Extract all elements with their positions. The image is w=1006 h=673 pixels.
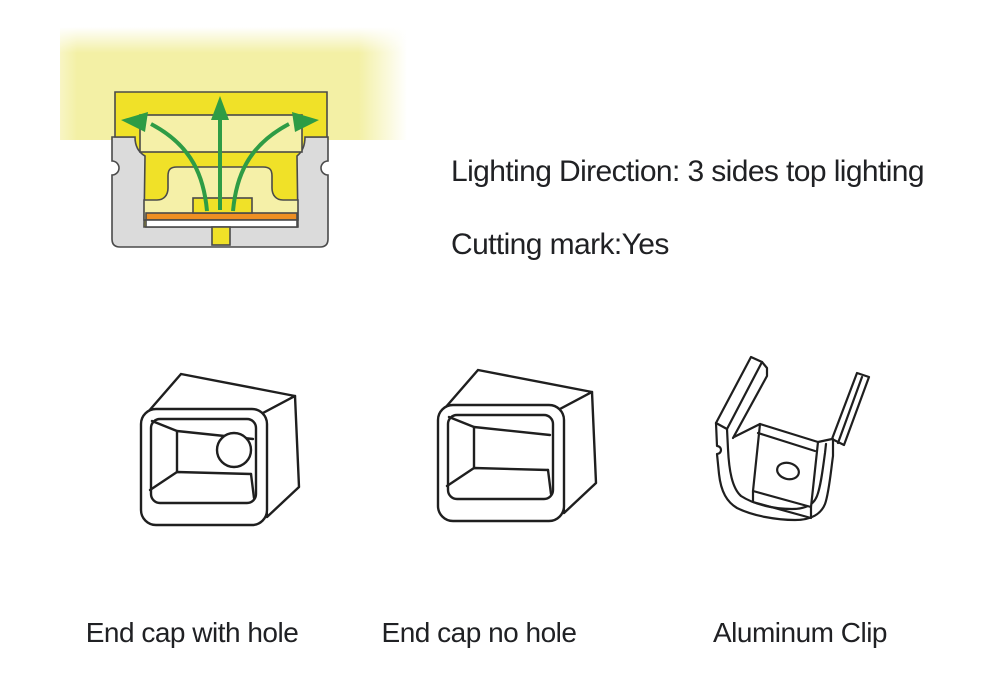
- end-cap-no-hole-drawing: [436, 368, 598, 523]
- clip-base: [714, 421, 835, 522]
- led-profile-cross-section: [60, 27, 407, 248]
- end-cap-no-hole-label: End cap no hole: [381, 617, 577, 648]
- lighting-direction-text: Lighting Direction: 3 sides top lighting: [451, 155, 925, 188]
- bottom-tab: [211, 226, 231, 246]
- pcb-strip: [145, 212, 298, 221]
- aluminum-clip-label: Aluminum Clip: [713, 617, 888, 648]
- led-chip: [192, 197, 253, 214]
- arrow-right-icon: [292, 112, 319, 132]
- cap-right-face: [558, 390, 598, 515]
- arrow-left-icon: [121, 112, 148, 132]
- wire-hole: [215, 431, 253, 469]
- base-strip: [145, 219, 298, 228]
- cutting-mark-text: Cutting mark:Yes: [451, 228, 669, 261]
- light-glow-top-fade: [60, 27, 407, 53]
- light-direction-arrows: [121, 96, 319, 212]
- aluminum-clip-drawing: [714, 355, 871, 522]
- screw-hole: [776, 461, 800, 481]
- cap-right-face: [261, 394, 301, 519]
- cap-opening: [446, 413, 555, 501]
- arrow-up-icon: [211, 96, 229, 120]
- end-cap-with-hole-drawing: [139, 372, 301, 527]
- end-cap-with-hole-label: End cap with hole: [85, 617, 299, 648]
- clip-left-wall: [714, 355, 764, 431]
